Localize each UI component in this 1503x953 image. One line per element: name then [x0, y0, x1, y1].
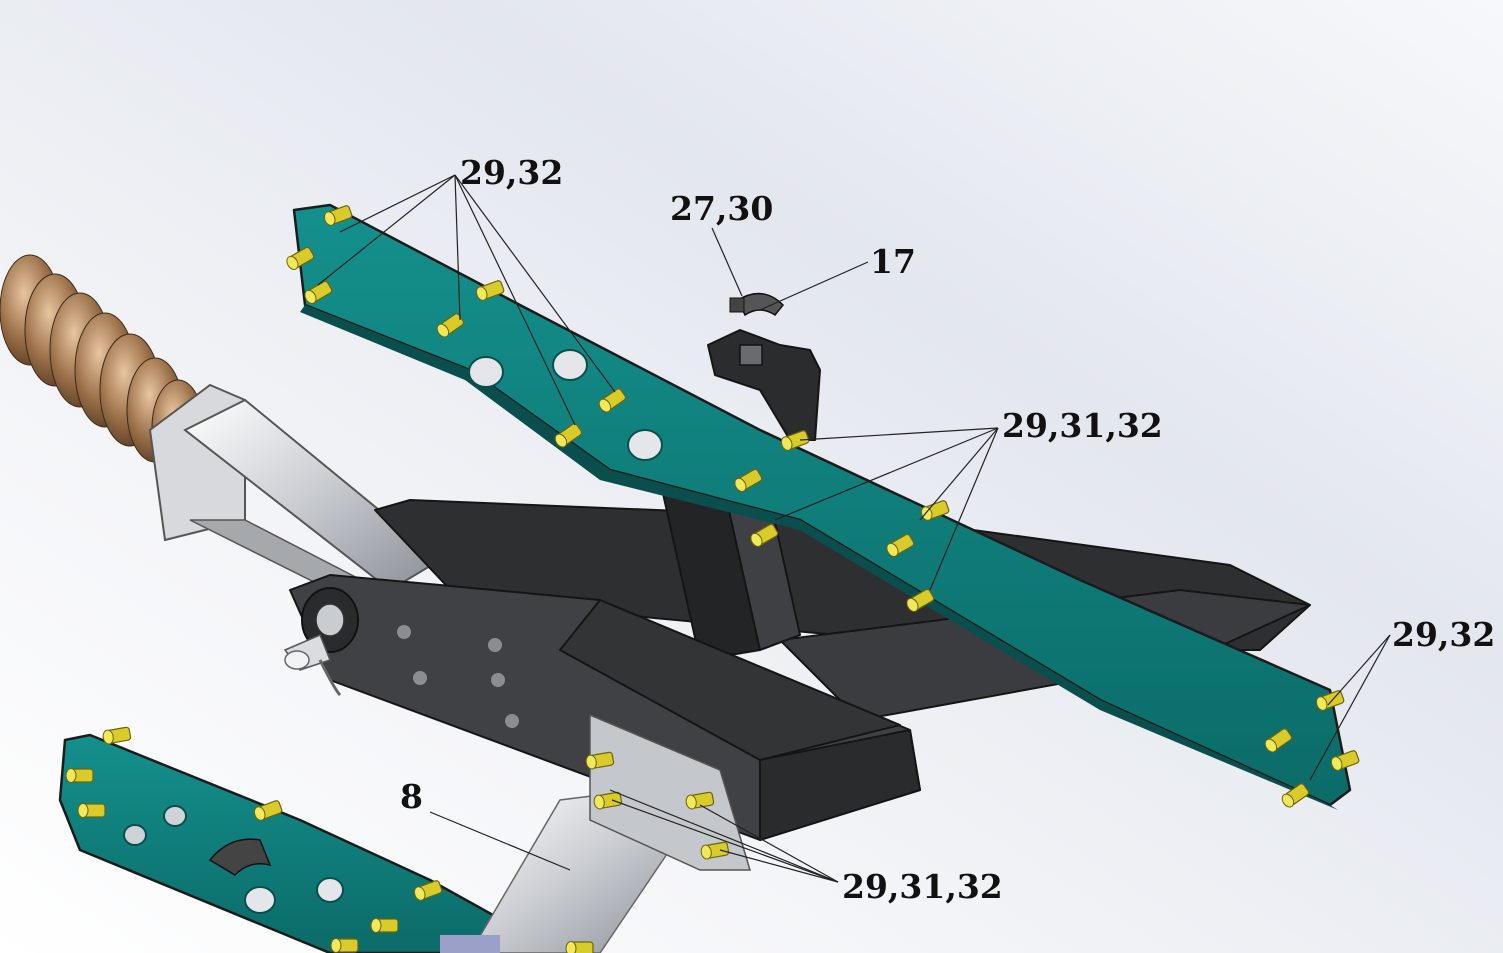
bolt: [565, 941, 594, 953]
bolt: [475, 280, 505, 301]
bolt: [413, 880, 443, 901]
leader-line: [774, 427, 999, 521]
bolt: [700, 841, 730, 860]
bolt: [77, 803, 106, 818]
dark-frame: [283, 454, 1311, 841]
leader-line: [929, 427, 999, 591]
upper-teal-plate: [292, 203, 1352, 810]
bolt: [906, 588, 935, 612]
leader-line: [429, 811, 571, 871]
leader-line: [711, 227, 743, 297]
bolt: [370, 918, 399, 933]
bolt: [593, 791, 623, 810]
bolt: [102, 726, 132, 745]
bolt: [323, 205, 353, 226]
leader-line: [611, 799, 839, 883]
leader-line: [454, 174, 616, 393]
bolt: [330, 938, 359, 953]
leader-line: [339, 174, 456, 233]
leader-line: [609, 789, 839, 883]
callout-label-29-31-32-bottom: 29,31,32: [842, 867, 1003, 906]
callout-label-8: 8: [400, 777, 423, 816]
bolt: [304, 280, 333, 304]
bolt: [286, 246, 315, 270]
leader-line: [919, 427, 999, 521]
leader-line: [699, 804, 839, 883]
leader-line: [1309, 634, 1391, 781]
leader-line: [454, 174, 461, 321]
leader-line: [1327, 634, 1391, 706]
bolt: [598, 388, 627, 413]
callout-label-27-30: 27,30: [670, 189, 773, 228]
bolt: [1264, 728, 1293, 753]
bolt: [65, 768, 94, 783]
bolt: [750, 523, 779, 547]
bolt: [780, 430, 810, 451]
strut-cylinder: [148, 383, 442, 611]
leader-line: [454, 174, 576, 426]
leader-lines: [317, 174, 1391, 883]
leader-line: [799, 427, 999, 441]
shaft-tube: [440, 713, 752, 953]
callout-label-29-31-32-right: 29,31,32: [1002, 406, 1163, 445]
clamp-bracket: [707, 292, 821, 441]
bolt: [1281, 783, 1310, 808]
bolts: [65, 205, 1360, 953]
bolt: [554, 423, 583, 448]
bolt: [1330, 750, 1360, 771]
bolt: [886, 533, 915, 557]
leader-line: [759, 261, 869, 311]
callout-label-17: 17: [870, 242, 916, 281]
bolt: [920, 500, 950, 521]
leader-line: [317, 174, 456, 286]
leader-line: [719, 849, 839, 883]
callout-label-29-32-right: 29,32: [1392, 615, 1495, 654]
bolt: [436, 313, 465, 338]
bolt: [585, 751, 615, 770]
bolt: [685, 791, 715, 810]
callout-label-29-32-top: 29,32: [460, 153, 563, 192]
lower-teal-plate: [58, 733, 522, 953]
bolt: [253, 800, 283, 821]
bolt: [734, 468, 763, 492]
